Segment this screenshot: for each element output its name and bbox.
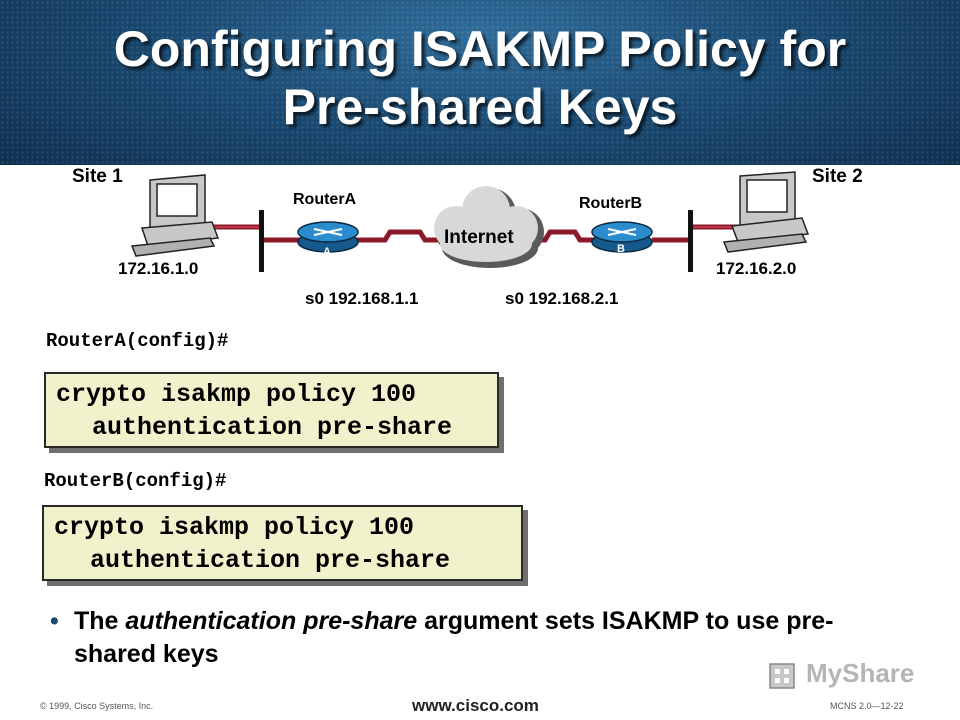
myshare-logo: MyShare — [768, 658, 938, 692]
footer-url[interactable]: www.cisco.com — [412, 696, 539, 715]
bullet-text-pre: The — [74, 607, 126, 635]
segment-bar-site1 — [259, 210, 264, 272]
bullet-text: The authentication pre-share argument se… — [50, 605, 890, 671]
site2-label: Site 2 — [812, 166, 863, 187]
internet-cloud-icon — [434, 186, 544, 268]
router-a-command-line-2: authentication pre-share — [92, 413, 453, 442]
router-b-command-line-1: crypto isakmp policy 100 — [54, 513, 415, 542]
router-a-badge: A — [323, 246, 331, 258]
router-b-command-box: crypto isakmp policy 100 authentication … — [42, 505, 523, 581]
slide-title: Configuring ISAKMP Policy for Pre-shared… — [0, 20, 960, 136]
router-a-command-box: crypto isakmp policy 100 authentication … — [44, 372, 499, 448]
building-icon — [769, 663, 795, 689]
router-b-badge: B — [617, 243, 625, 255]
logo-text: MyShare — [806, 658, 915, 688]
network-diagram — [130, 171, 810, 272]
workstation-site2-icon — [722, 171, 810, 253]
router-b-prompt: RouterB(config)# — [44, 470, 227, 492]
title-line-2: Pre-shared Keys — [282, 79, 678, 135]
bullet-symbol: • — [50, 607, 59, 635]
serial-a-address: s0 192.168.1.1 — [305, 289, 419, 308]
workstation-site1-icon — [130, 174, 220, 257]
internet-label: Internet — [444, 227, 514, 248]
site1-label: Site 1 — [72, 166, 123, 187]
title-banner: Configuring ISAKMP Policy for Pre-shared… — [0, 0, 960, 165]
router-b-command-line-2: authentication pre-share — [90, 546, 451, 575]
router-b-label: RouterB — [579, 195, 643, 212]
router-a-prompt: RouterA(config)# — [46, 330, 229, 352]
router-a-label: RouterA — [293, 191, 357, 208]
net2-address: 172.16.2.0 — [716, 259, 797, 278]
bullet-text-post: argument sets ISAKMP to use pre-shared k… — [74, 607, 834, 668]
bullet-text-emphasis: authentication pre-share — [125, 607, 418, 635]
banner-texture — [0, 0, 960, 165]
router-a-icon — [297, 221, 359, 253]
net1-address: 172.16.1.0 — [118, 259, 199, 278]
slide-code: MCNS 2.0—12-22 — [830, 701, 904, 711]
copyright: © 1999, Cisco Systems, Inc. — [40, 701, 154, 711]
serial-link-a — [355, 229, 445, 243]
router-b-icon — [591, 221, 653, 253]
segment-bar-site2 — [688, 210, 693, 272]
title-line-1: Configuring ISAKMP Policy for — [113, 21, 847, 77]
bullet-point: • The authentication pre-share argument … — [50, 605, 890, 671]
serial-b-address: s0 192.168.2.1 — [505, 289, 619, 308]
router-a-command-line-1: crypto isakmp policy 100 — [56, 380, 417, 409]
